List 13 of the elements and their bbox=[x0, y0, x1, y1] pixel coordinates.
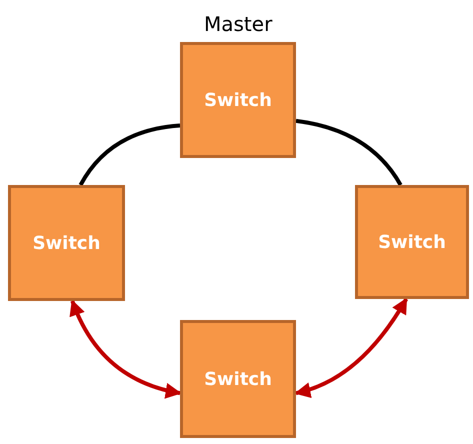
ring-link bbox=[78, 124, 180, 186]
double-arrow bbox=[70, 300, 182, 398]
switch-box bbox=[8, 185, 125, 301]
role-label: Master bbox=[204, 12, 272, 36]
node-label: Switch bbox=[204, 90, 272, 110]
ring-link bbox=[296, 118, 402, 186]
node-label: Switch bbox=[204, 368, 272, 390]
switch-box bbox=[180, 42, 296, 158]
switch-box bbox=[355, 185, 469, 299]
node-label: Switch bbox=[32, 232, 100, 254]
switch-box bbox=[180, 320, 296, 438]
node-label: Switch bbox=[378, 232, 446, 252]
double-arrow bbox=[294, 298, 408, 398]
